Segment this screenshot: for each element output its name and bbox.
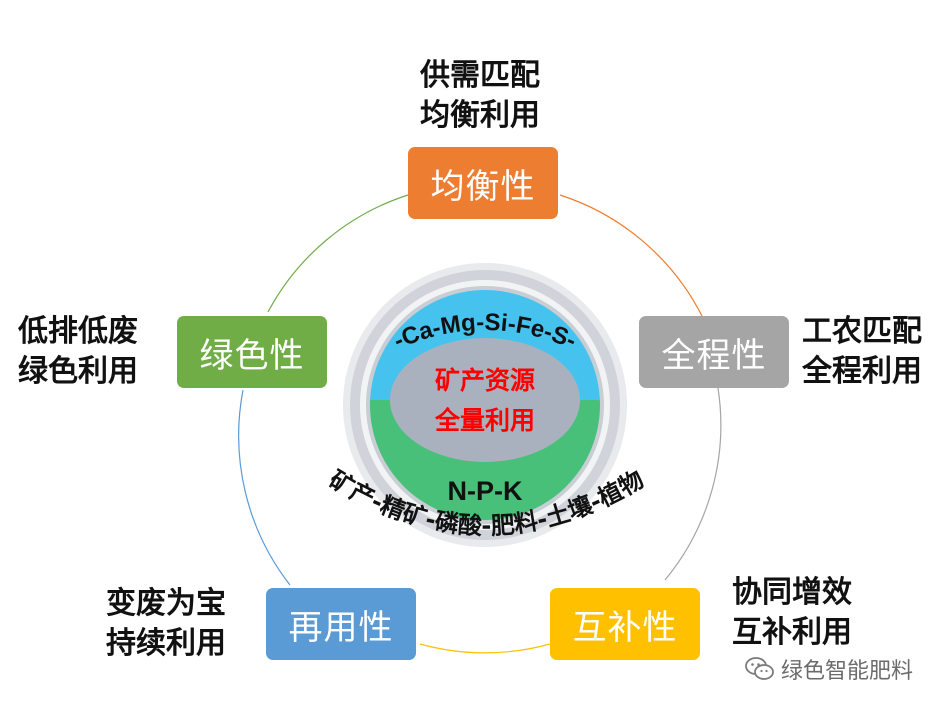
desc-full-process: 工农匹配 全程利用 <box>802 312 922 392</box>
ring-arc-bottom-left <box>238 389 291 586</box>
node-full-process: 全程性 <box>639 316 789 388</box>
desc-green: 低排低废 绿色利用 <box>18 312 138 392</box>
desc-balance-line1: 供需匹配 <box>420 58 540 93</box>
desc-reuse-line1: 变废为宝 <box>106 586 226 621</box>
node-complementary: 互补性 <box>550 588 700 660</box>
core-text-line2: 全量利用 <box>434 406 535 435</box>
node-balance: 均衡性 <box>408 147 558 219</box>
desc-balance: 供需匹配 均衡利用 <box>420 56 540 136</box>
desc-complementary: 协同增效 互补利用 <box>732 573 852 653</box>
node-full-process-label: 全程性 <box>661 335 767 376</box>
node-balance-label: 均衡性 <box>430 166 536 207</box>
outer-ring <box>238 194 722 654</box>
desc-green-line1: 低排低废 <box>18 314 138 349</box>
desc-complementary-line1: 协同增效 <box>732 575 852 610</box>
ring-arc-top-right <box>559 194 704 319</box>
desc-balance-line2: 均衡利用 <box>420 98 540 133</box>
node-green: 绿色性 <box>177 316 327 388</box>
watermark-text: 绿色智能肥料 <box>781 659 914 684</box>
center-emblem <box>343 263 627 547</box>
node-reuse-label: 再用性 <box>288 607 394 648</box>
center-bottom-element-text: N-P-K <box>448 476 523 506</box>
watermark: 绿色智能肥料 <box>745 654 913 684</box>
core-oval <box>390 338 580 462</box>
desc-reuse-line2: 持续利用 <box>106 626 226 661</box>
desc-full-process-line2: 全程利用 <box>802 354 922 389</box>
node-reuse: 再用性 <box>266 588 416 660</box>
ring-arc-bottom <box>419 643 551 654</box>
ring-arc-top-left <box>267 194 409 313</box>
node-complementary-label: 互补性 <box>572 607 678 648</box>
desc-green-line2: 绿色利用 <box>18 354 138 389</box>
desc-full-process-line1: 工农匹配 <box>802 314 922 349</box>
desc-reuse: 变废为宝 持续利用 <box>106 584 226 664</box>
node-green-label: 绿色性 <box>199 335 305 376</box>
core-text-line1: 矿产资源 <box>435 366 535 395</box>
wechat-icon <box>745 657 774 680</box>
desc-complementary-line2: 互补利用 <box>732 615 852 650</box>
ring-arc-right <box>664 387 722 581</box>
